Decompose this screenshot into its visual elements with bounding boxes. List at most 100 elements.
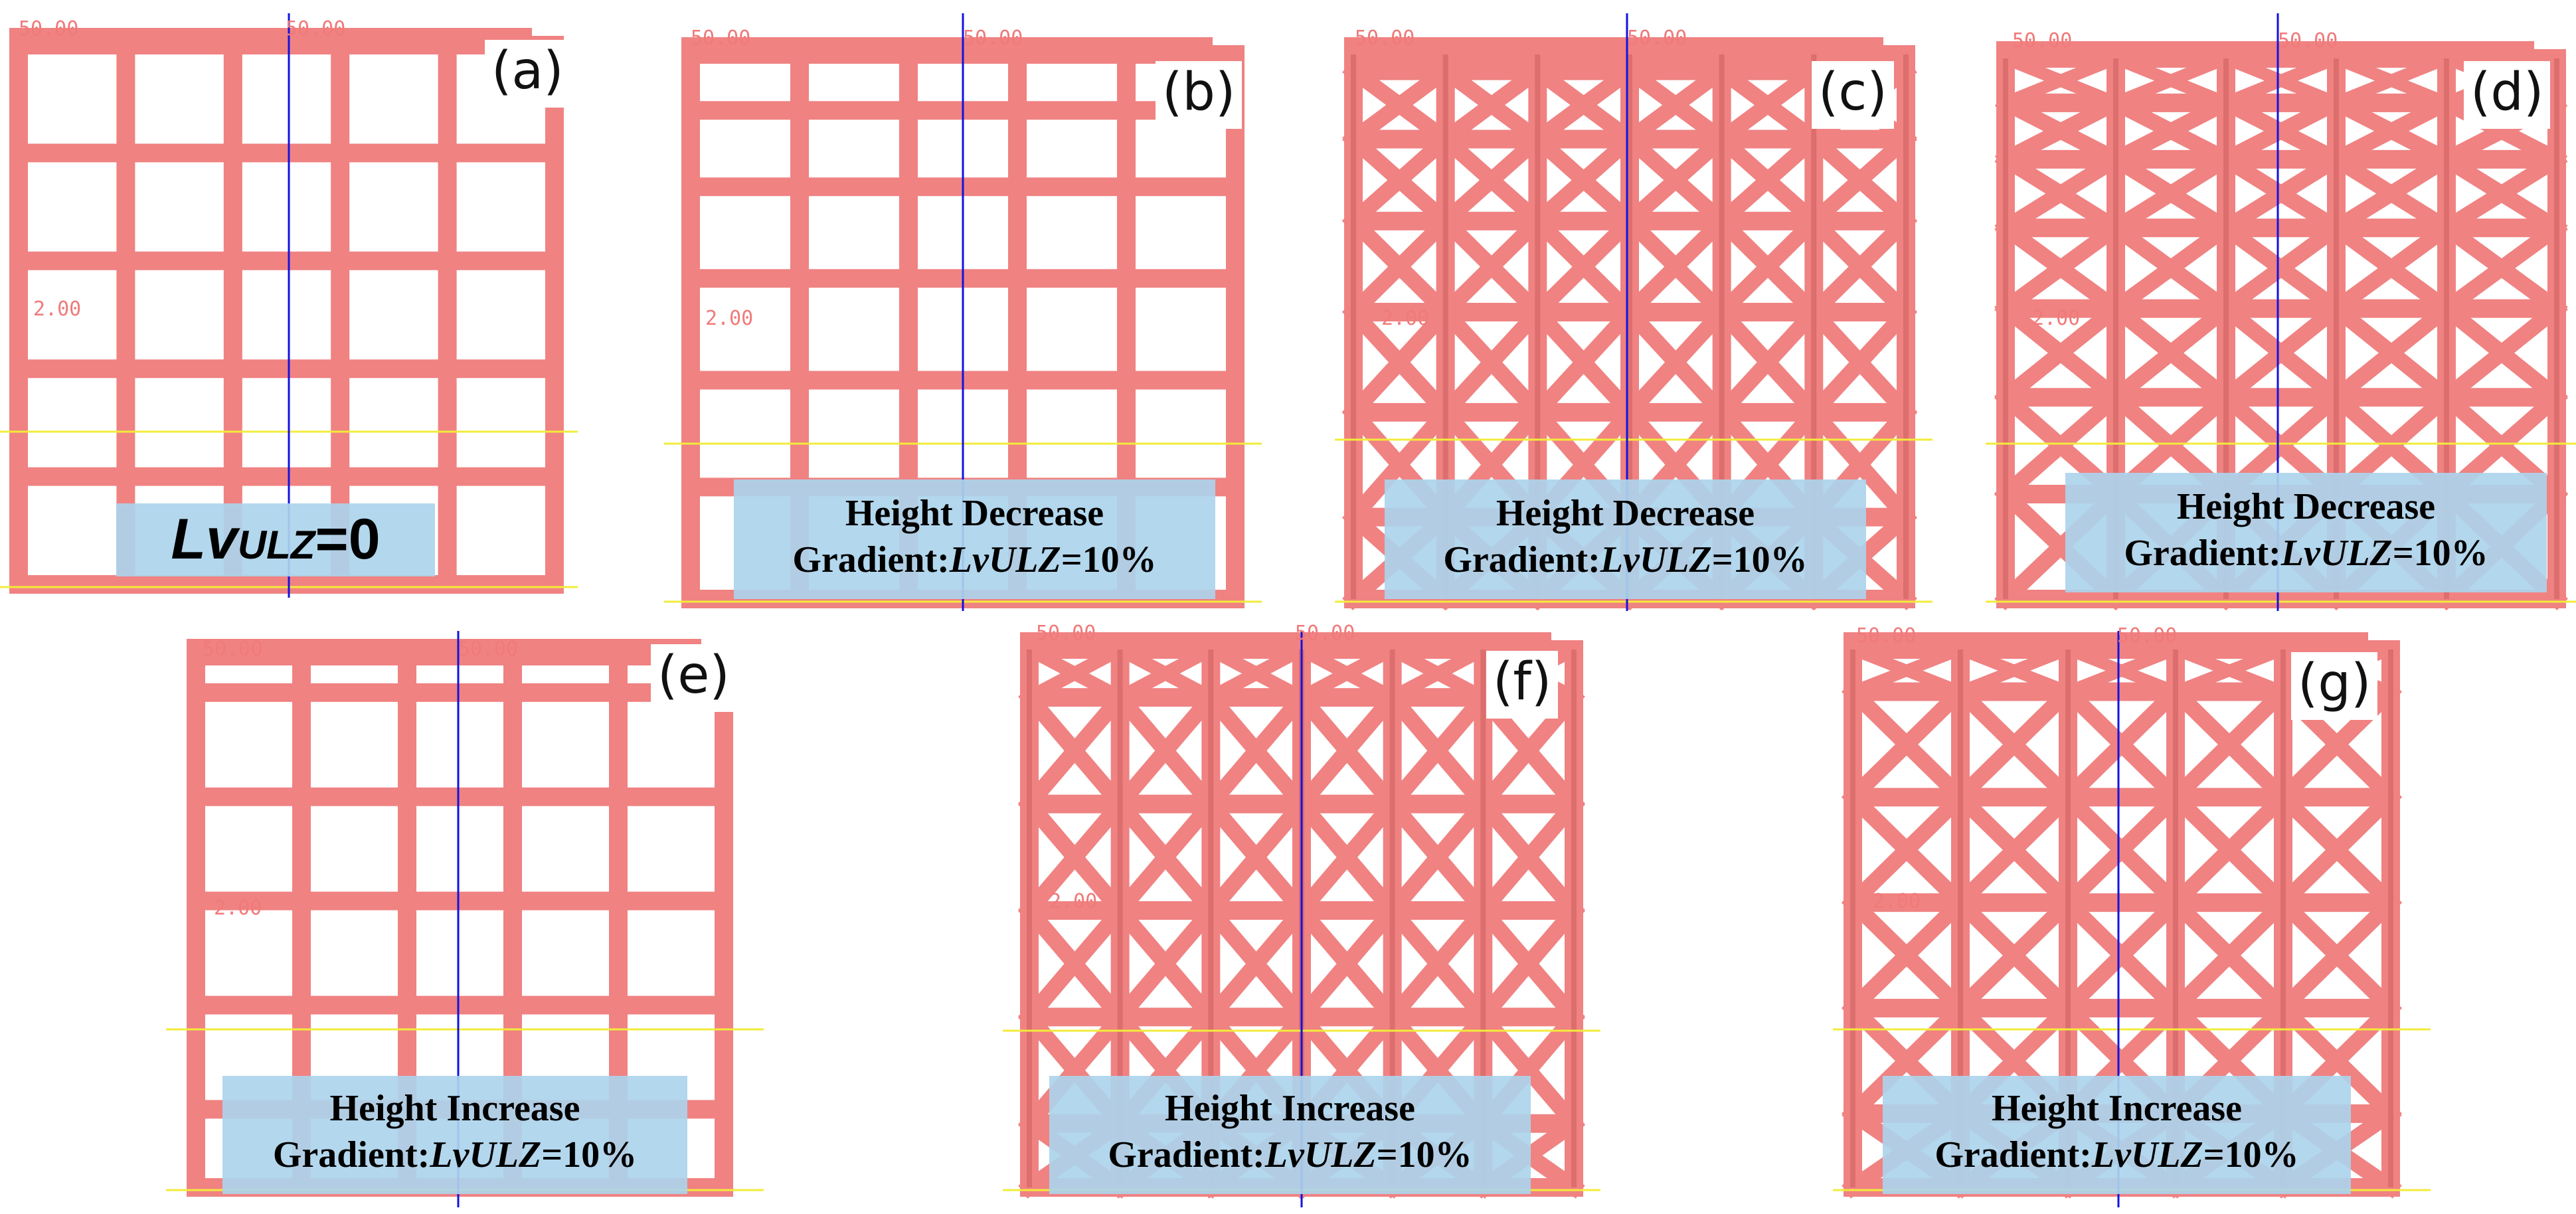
caption-var: LvULZ	[2091, 1134, 2203, 1175]
diagonal-strut	[1199, 686, 1313, 816]
diagonal-strut	[2215, 92, 2348, 170]
caption-prefix: Gradient:	[2124, 533, 2281, 574]
caption-g: Height Increase Gradient:LvULZ=10%	[1883, 1076, 2351, 1194]
panel-d: 50.00 50.00 2.00 (d) Height Decrease Gra…	[1986, 0, 2576, 618]
diagonal-strut	[1199, 899, 1313, 1029]
diagonal-strut	[1949, 891, 2079, 1019]
tick-mid-left: 2.00	[705, 307, 754, 330]
tick-top-left: 50.00	[1856, 624, 1917, 648]
lattice-a	[0, 13, 578, 598]
diagonal-strut	[1381, 899, 1495, 1029]
diagonal-strut	[2325, 297, 2458, 409]
caption-line-1: Height Increase	[1992, 1088, 2242, 1129]
tick-mid-left: 2.00	[2032, 307, 2081, 330]
diagonal-strut	[1018, 899, 1132, 1029]
tick-top-left: 50.00	[1355, 27, 1415, 50]
caption-line-1: Height Decrease	[2176, 486, 2436, 527]
caption-var-sub: ULZ	[237, 523, 315, 567]
caption-line-1: Height Increase	[1165, 1088, 1415, 1129]
diagonal-strut	[2325, 92, 2458, 170]
tick-top-left: 50.00	[1036, 622, 1096, 645]
diagonal-strut	[1290, 899, 1404, 1029]
diagonal-strut	[1381, 686, 1495, 816]
diagonal-strut	[1108, 899, 1223, 1029]
diagonal-strut	[1199, 792, 1313, 922]
diagonal-strut	[1434, 301, 1549, 424]
diagonal-strut	[1710, 59, 1826, 151]
diagonal-strut	[1802, 301, 1917, 424]
diagonal-strut	[1618, 209, 1733, 324]
diagonal-strut	[2057, 891, 2187, 1019]
caption-prefix: Gradient:	[1108, 1134, 1265, 1175]
diagonal-strut	[2164, 891, 2294, 1019]
diagonal-strut	[1618, 128, 1733, 232]
diagonal-strut	[1108, 792, 1223, 922]
diagonal-strut	[2215, 148, 2348, 239]
diagonal-strut	[2057, 786, 2187, 914]
panel-label-a: (a)	[485, 40, 570, 108]
panel-label-e: (e)	[651, 644, 736, 712]
caption-prefix: Gradient:	[272, 1134, 430, 1175]
caption-line-1: Height Decrease	[1496, 493, 1755, 534]
panel-label-f: (f)	[1486, 651, 1559, 719]
diagonal-strut	[2272, 891, 2402, 1019]
panel-label-d: (d)	[2464, 61, 2551, 129]
tick-mid-left: 2.00	[1049, 890, 1098, 913]
diagonal-strut	[2272, 786, 2402, 914]
tick-mid-left: 2.00	[214, 897, 262, 920]
diagonal-strut	[1018, 686, 1132, 816]
diagonal-strut	[2435, 217, 2568, 320]
diagonal-strut	[2104, 297, 2237, 409]
panel-b: 50.00 50.00 2.00 (b) Height Decrease Gra…	[664, 0, 1262, 618]
diagonal-strut	[2164, 786, 2294, 914]
diagonal-strut	[1526, 128, 1641, 232]
tick-top-left: 50.00	[691, 27, 751, 50]
diagonal-strut	[2104, 148, 2237, 239]
caption-value: =10%	[2392, 533, 2488, 574]
panel-a: 50.00 50.00 2.00 (a) LvULZ=0	[0, 0, 578, 604]
tick-top-center: 50.00	[1295, 622, 1355, 645]
caption-var: LvULZ	[949, 539, 1061, 580]
diagonal-strut	[1342, 400, 1457, 529]
diagonal-strut	[2164, 680, 2294, 809]
caption-prefix: Gradient:	[1443, 539, 1600, 580]
diagonal-strut	[1994, 386, 2127, 505]
diagonal-strut	[1842, 786, 1972, 914]
caption-var: Lv	[171, 507, 238, 571]
diagonal-strut	[2104, 92, 2237, 170]
diagonal-strut	[2215, 297, 2348, 409]
caption-b: Height Decrease Gradient:LvULZ=10%	[734, 479, 1215, 599]
diagonal-strut	[1618, 59, 1733, 151]
diagonal-strut	[1526, 209, 1641, 324]
diagonal-strut	[1342, 59, 1457, 151]
diagonal-strut	[1472, 792, 1585, 922]
caption-line-1: Height Decrease	[845, 493, 1104, 534]
tick-mid-left: 2.00	[1873, 890, 1921, 913]
diagonal-strut	[1994, 148, 2127, 239]
diagonal-strut	[1802, 209, 1917, 324]
tick-top-left: 50.00	[203, 638, 263, 661]
diagonal-strut	[1342, 209, 1457, 324]
diagonal-strut	[1949, 786, 2079, 914]
diagonal-strut	[1710, 301, 1826, 424]
caption-value: =10%	[1711, 539, 1808, 580]
panel-e: 50.00 50.00 2.00 (e) Height Increase Gra…	[166, 618, 764, 1214]
diagonal-strut	[1994, 92, 2127, 170]
diagonal-strut	[2435, 297, 2568, 409]
diagonal-strut	[2435, 148, 2568, 239]
caption-var: LvULZ	[2280, 533, 2393, 574]
tick-top-center: 50.00	[458, 638, 519, 661]
diagonal-strut	[1949, 680, 2079, 809]
tick-top-center: 50.00	[2117, 624, 2178, 648]
caption-line-1: Height Increase	[329, 1088, 580, 1129]
diagonal-strut	[2215, 217, 2348, 320]
diagonal-strut	[1526, 59, 1641, 151]
caption-value: =10%	[2203, 1134, 2299, 1175]
diagonal-strut	[1108, 686, 1223, 816]
panel-c: 50.00 50.00 2.00 (c) Height Decrease Gra…	[1335, 0, 1932, 618]
caption-value: =10%	[541, 1134, 638, 1175]
diagonal-strut	[1342, 301, 1457, 424]
diagonal-strut	[1842, 997, 1972, 1125]
diagonal-strut	[1434, 59, 1549, 151]
